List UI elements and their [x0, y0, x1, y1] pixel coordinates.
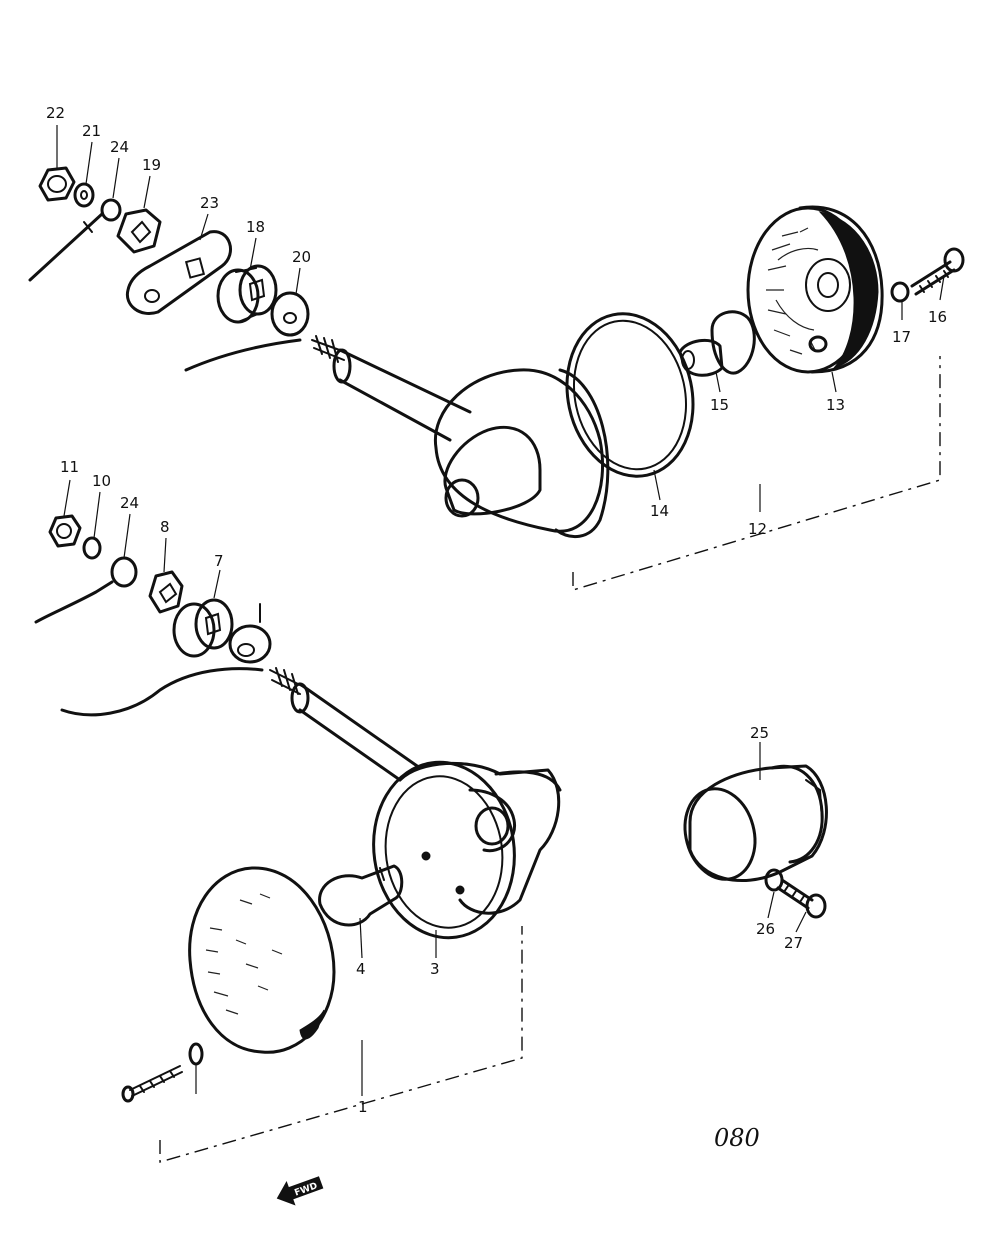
grommet-7 — [172, 598, 234, 658]
reflector-assembly-25 — [683, 742, 828, 882]
upper-stem — [311, 335, 472, 442]
callout-14: 14 — [650, 502, 669, 520]
callout-24-bottom: 24 — [120, 494, 139, 512]
lower-wire — [60, 667, 264, 717]
diagram-code: 080 — [714, 1124, 760, 1152]
washer-lower — [228, 603, 272, 664]
wire-terminal-24-top — [28, 198, 122, 282]
callout-11: 11 — [60, 458, 79, 476]
callout-19: 19 — [142, 156, 161, 174]
callout-24-top: 24 — [110, 138, 129, 156]
callout-15: 15 — [710, 396, 729, 414]
forward-label: FWD — [293, 1181, 319, 1198]
leader-lines — [56, 125, 945, 1094]
lower-turn-signal-assembly — [34, 514, 562, 1163]
wire-terminal-24-bottom — [34, 556, 138, 624]
callout-4: 4 — [356, 960, 366, 978]
callout-16: 16 — [928, 308, 947, 326]
bulb-4 — [318, 864, 404, 927]
lock-washer-21 — [73, 182, 95, 208]
upper-lamp-housing — [433, 368, 610, 539]
nut-8 — [148, 570, 184, 614]
lens-screw — [121, 1042, 204, 1103]
callout-21: 21 — [82, 122, 101, 140]
callout-18: 18 — [246, 218, 265, 236]
callout-20: 20 — [292, 248, 311, 266]
bulb-15 — [678, 310, 756, 377]
washer-20 — [270, 291, 310, 337]
lens-1 — [188, 866, 336, 1054]
nut-11 — [48, 514, 82, 548]
callout-22: 22 — [46, 104, 65, 122]
callout-3: 3 — [430, 960, 440, 978]
washer-17 — [890, 281, 910, 303]
callout-26: 26 — [756, 920, 775, 938]
gasket-14 — [565, 312, 695, 478]
upper-turn-signal-assembly — [28, 166, 965, 591]
lens-13 — [746, 205, 884, 374]
nut-19 — [116, 208, 162, 254]
screw-16 — [910, 247, 965, 296]
lock-washer-10 — [82, 536, 102, 560]
callout-1: 1 — [358, 1098, 368, 1116]
nut-22 — [38, 166, 76, 202]
callout-7: 7 — [214, 552, 224, 570]
lower-lamp-housing — [372, 760, 562, 940]
screw-27 — [776, 878, 827, 919]
bracket-plate-23 — [125, 230, 232, 315]
callout-13: 13 — [826, 396, 845, 414]
forward-arrow-icon: FWD — [276, 1176, 324, 1206]
callout-8: 8 — [160, 518, 170, 536]
callout-25: 25 — [750, 724, 769, 742]
callout-23: 23 — [200, 194, 219, 212]
grommet-18 — [216, 264, 278, 324]
lower-stem — [269, 667, 422, 782]
upper-wire — [184, 338, 302, 372]
callout-10: 10 — [92, 472, 111, 490]
assembly-bracket-1 — [159, 926, 523, 1163]
callout-12: 12 — [748, 520, 767, 538]
callout-17: 17 — [892, 328, 911, 346]
callout-27: 27 — [784, 934, 803, 952]
assembly-bracket-12 — [572, 356, 941, 591]
